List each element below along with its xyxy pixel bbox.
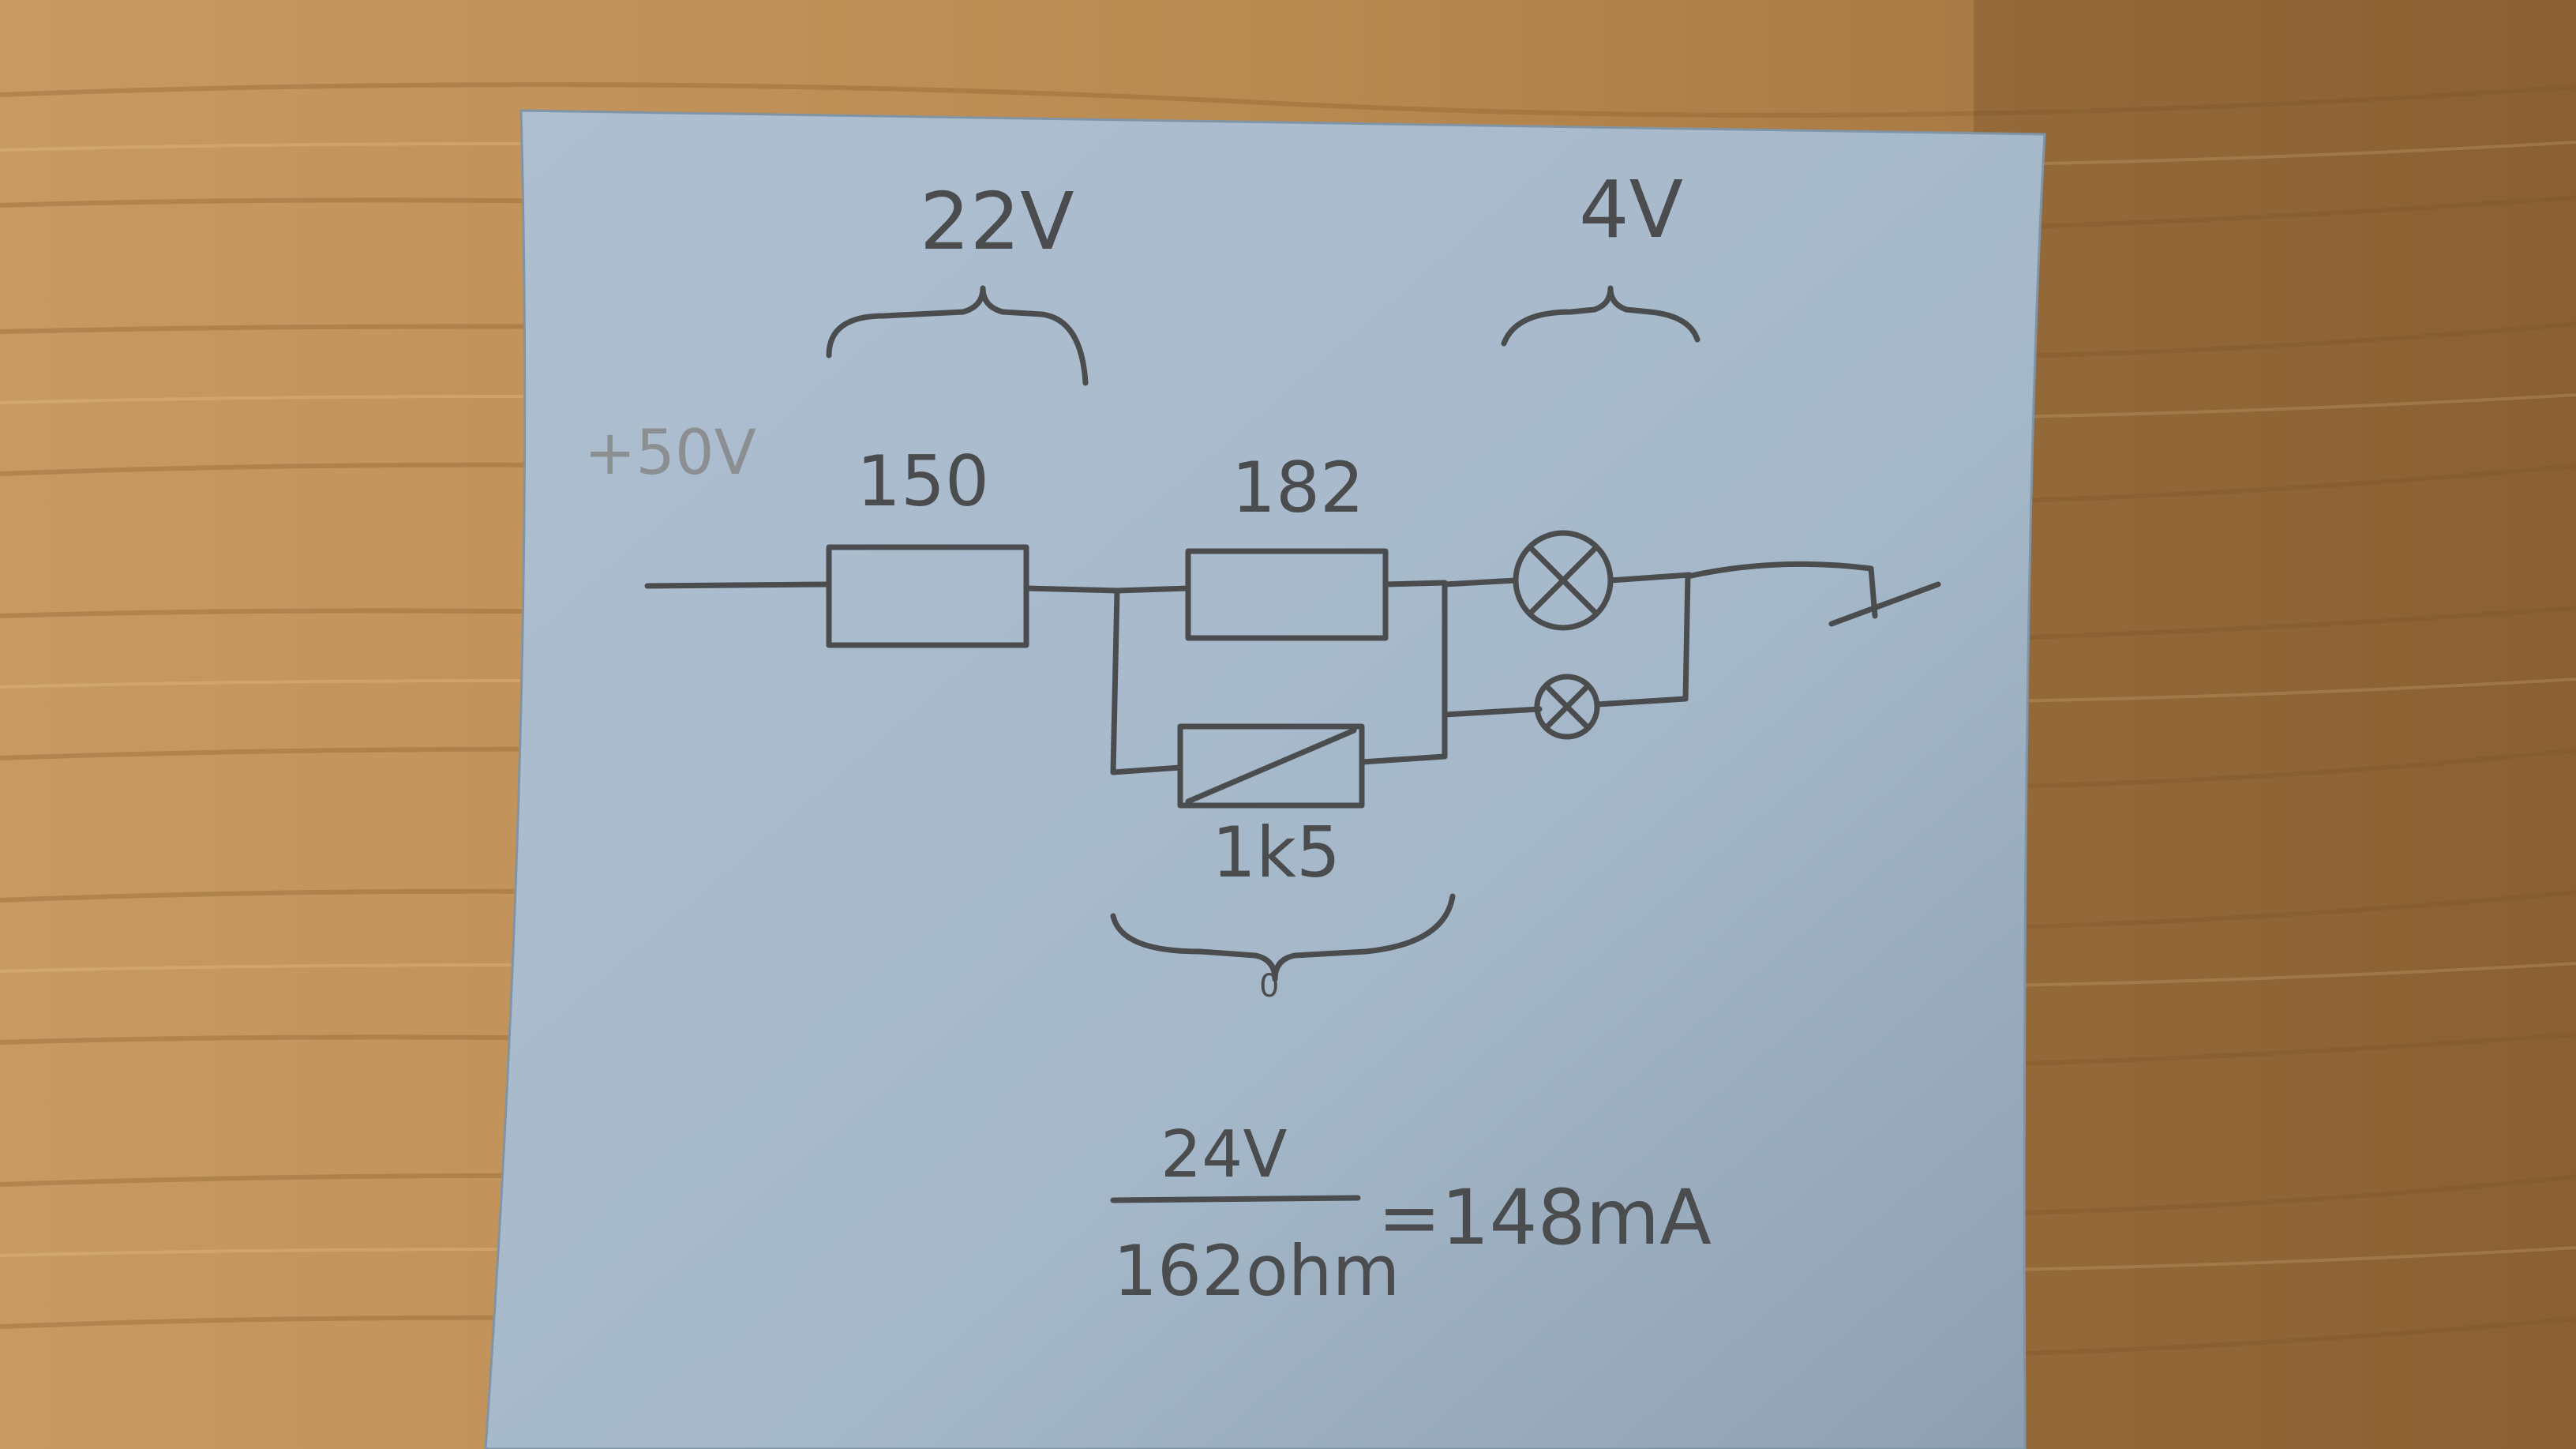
brace-22v [826,285,1089,386]
sticky-note-paper [484,109,2046,1449]
formula-result: =148mA [1378,1173,1712,1262]
resistor-150 [826,544,1029,648]
circuit-wires [644,285,1941,1203]
voltage-4v-label: 4V [1579,163,1683,256]
voltage-0-label: 0 [1259,968,1279,1004]
resistor-182-label: 182 [1232,447,1364,528]
resistor-182 [1185,548,1389,641]
resistor-1k5-label: 1k5 [1212,812,1340,893]
resistor-150-label: 150 [857,441,989,522]
supply-voltage-label: +50V [584,418,756,489]
brace-4v [1501,285,1700,347]
resistor-1k5 [1177,723,1365,809]
brace-0 [1110,893,1456,982]
voltage-22v-label: 22V [920,175,1074,268]
formula-denominator: 162ohm [1113,1230,1400,1312]
formula-numerator: 24V [1161,1117,1287,1192]
